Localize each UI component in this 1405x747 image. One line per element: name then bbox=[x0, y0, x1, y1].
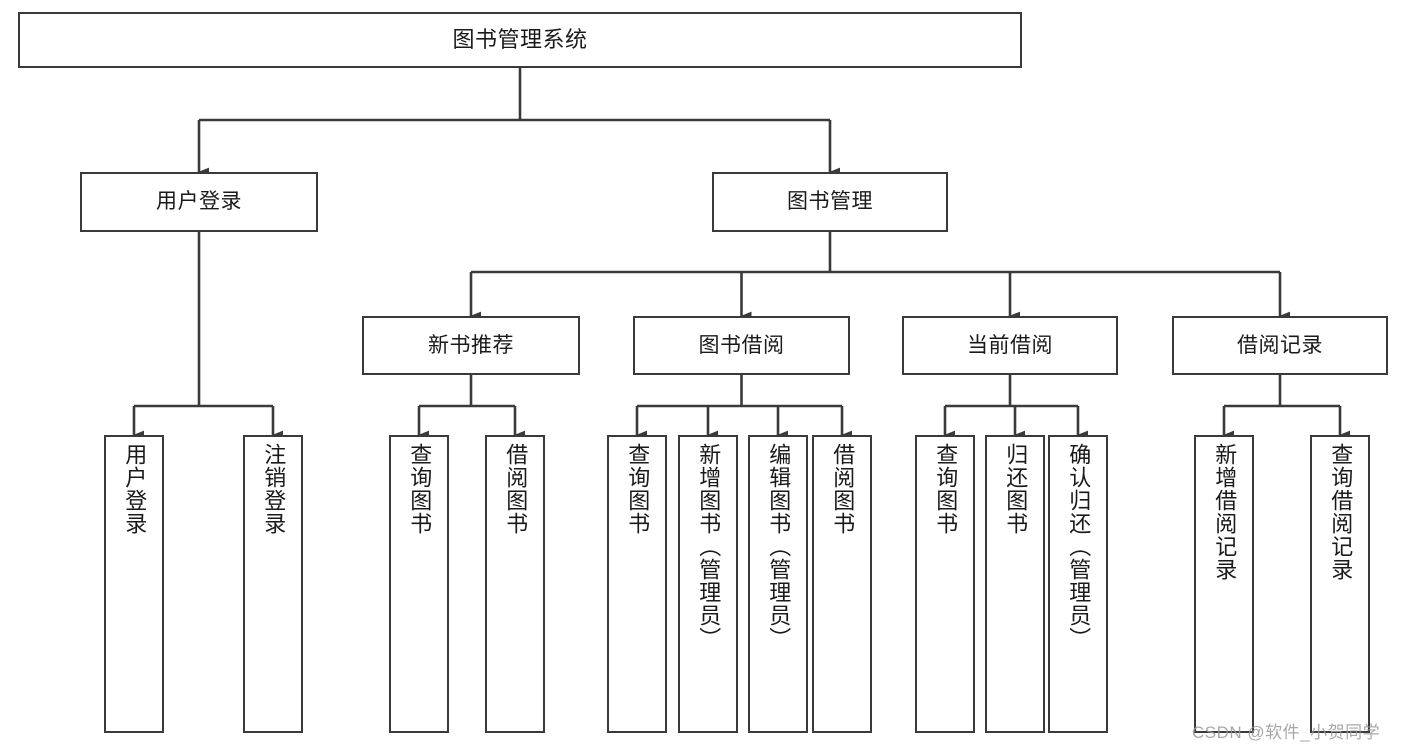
node-label: 图书管理系统 bbox=[452, 26, 588, 52]
node-label: 用户登录 bbox=[156, 190, 242, 214]
node-label: 查询借阅记录 bbox=[1328, 443, 1354, 581]
node-leaf6: 新增图书（管理员） bbox=[678, 435, 738, 733]
node-label: 确认归还（管理员） bbox=[1066, 443, 1092, 650]
node-label: 图书借阅 bbox=[698, 333, 785, 357]
node-label: 查询图书 bbox=[407, 443, 433, 535]
node-leaf12: 新增借阅记录 bbox=[1194, 435, 1254, 733]
node-label: 编辑图书（管理员） bbox=[766, 443, 792, 650]
edge-paths bbox=[132, 68, 1351, 440]
node-current: 当前借阅 bbox=[902, 316, 1118, 375]
node-label: 当前借阅 bbox=[967, 333, 1053, 357]
node-leaf5: 查询图书 bbox=[607, 435, 667, 733]
node-label: 新书推荐 bbox=[428, 333, 514, 357]
node-borrow: 图书借阅 bbox=[633, 316, 850, 375]
node-leaf13: 查询借阅记录 bbox=[1310, 435, 1370, 733]
node-leaf9: 查询图书 bbox=[915, 435, 975, 733]
node-label: 借阅图书 bbox=[830, 443, 856, 535]
node-leaf3: 查询图书 bbox=[389, 435, 449, 733]
node-label: 借阅记录 bbox=[1237, 333, 1323, 357]
node-leaf10: 归还图书 bbox=[985, 435, 1045, 733]
node-label: 图书管理 bbox=[787, 190, 873, 214]
node-login: 用户登录 bbox=[80, 172, 318, 232]
node-newbook: 新书推荐 bbox=[362, 316, 580, 375]
node-leaf7: 编辑图书（管理员） bbox=[748, 435, 808, 733]
node-leaf4: 借阅图书 bbox=[485, 435, 545, 733]
node-label: 归还图书 bbox=[1003, 443, 1029, 535]
node-root: 图书管理系统 bbox=[18, 12, 1022, 68]
watermark: CSDN @软件_小贺同学 bbox=[1192, 723, 1381, 742]
node-label: 注销登录 bbox=[261, 443, 287, 535]
node-records: 借阅记录 bbox=[1172, 316, 1388, 375]
node-leaf8: 借阅图书 bbox=[812, 435, 872, 733]
node-bookmgmt: 图书管理 bbox=[712, 172, 948, 232]
node-leaf2: 注销登录 bbox=[243, 435, 303, 733]
node-leaf1: 用户登录 bbox=[104, 435, 164, 733]
node-label: 借阅图书 bbox=[503, 443, 529, 535]
node-label: 用户登录 bbox=[122, 443, 148, 535]
node-label: 查询图书 bbox=[933, 443, 959, 535]
node-label: 查询图书 bbox=[625, 443, 651, 535]
node-leaf11: 确认归还（管理员） bbox=[1048, 435, 1108, 733]
node-label: 新增图书（管理员） bbox=[696, 443, 722, 650]
node-label: 新增借阅记录 bbox=[1212, 443, 1238, 581]
